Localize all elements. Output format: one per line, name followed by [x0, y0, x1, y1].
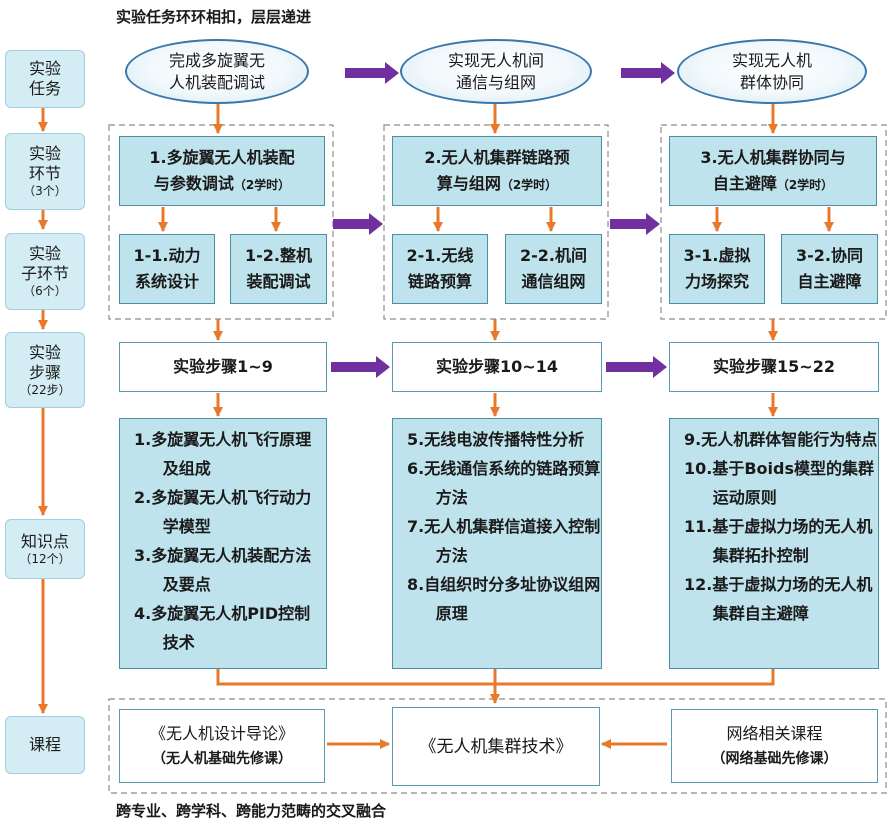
task-oval: 完成多旋翼无人机装配调试 — [125, 39, 309, 104]
row-label-count: （6个） — [23, 284, 67, 298]
knowledge-item: 8.自组织时分多址协议组网原理 — [407, 575, 601, 623]
course-note: （无人机基础先修课） — [152, 751, 292, 767]
knowledge-box: 5.无线电波传播特性分析 6.无线通信系统的链路预算方法 7.无人机集群信道接入控制… — [392, 418, 602, 669]
row-label-count: （3个） — [23, 184, 67, 198]
flow-arrow-purple — [345, 62, 399, 84]
knowledge-item: 2.多旋翼无人机飞行动力学模型 — [134, 488, 312, 536]
row-label-text: 课程 — [28, 735, 61, 754]
stage-title: 2.无人机集群链路预算与组网（2学时） — [424, 147, 570, 193]
row-label-count: （22步） — [19, 382, 71, 397]
stage-box: 1.多旋翼无人机装配与参数调试（2学时） — [119, 136, 325, 206]
knowledge-box: 9.无人机群体智能行为特点 10.基于Boids模型的集群运动原则 11.基于虚拟力… — [669, 418, 879, 669]
substage-box: 1-2.整机装配调试 — [230, 234, 327, 304]
row-label-count: （12个） — [19, 551, 71, 566]
row-label-step: 实验步骤 （22步） — [5, 332, 85, 408]
row-label-text: 实验步骤 — [28, 342, 61, 382]
knowledge-item: 12.基于虚拟力场的无人机集群自主避障 — [684, 575, 873, 623]
task-oval: 实现无人机间通信与组网 — [400, 39, 592, 104]
knowledge-item: 1.多旋翼无人机飞行原理及组成 — [134, 430, 312, 478]
step-box: 实验步骤1~9 — [119, 342, 327, 392]
knowledge-item: 3.多旋翼无人机装配方法及要点 — [134, 546, 312, 594]
course-name: 网络相关课程 — [726, 724, 823, 743]
stage-title: 3.无人机集群协同与自主避障（2学时） — [700, 147, 846, 193]
flow-arrow-purple — [621, 62, 675, 84]
row-label-text: 实验子环节 — [20, 244, 69, 283]
flow-arrow-purple — [610, 213, 660, 235]
knowledge-box: 1.多旋翼无人机飞行原理及组成 2.多旋翼无人机飞行动力学模型 3.多旋翼无人机装配… — [119, 418, 327, 669]
substage-box: 2-1.无线链路预算 — [392, 234, 488, 304]
knowledge-item: 9.无人机群体智能行为特点 — [684, 430, 878, 449]
flow-arrow-purple — [606, 356, 667, 378]
course-name: 《无人机集群技术》 — [419, 736, 573, 757]
course-left: 《无人机设计导论》 （无人机基础先修课） — [119, 709, 325, 783]
substage-box: 3-2.协同自主避障 — [781, 234, 878, 304]
substage-box: 1-1.动力系统设计 — [119, 234, 215, 304]
knowledge-item: 7.无人机集群信道接入控制方法 — [407, 517, 601, 565]
top-caption: 实验任务环环相扣，层层递进 — [116, 8, 312, 26]
course-right: 网络相关课程 （网络基础先修课） — [671, 709, 878, 783]
row-label-task: 实验任务 — [5, 50, 85, 108]
step-box: 实验步骤15~22 — [669, 342, 879, 392]
task-oval: 实现无人机群体协同 — [677, 39, 867, 104]
row-label-text: 实验任务 — [28, 59, 61, 98]
knowledge-item: 5.无线电波传播特性分析 — [407, 430, 585, 449]
row-label-stage: 实验环节 （3个） — [5, 133, 85, 210]
course-group-frame — [108, 698, 887, 794]
course-name: 《无人机设计导论》 — [149, 724, 294, 743]
stage-hours: （2学时） — [500, 177, 558, 192]
stage-box: 2.无人机集群链路预算与组网（2学时） — [392, 136, 602, 206]
step-box: 实验步骤10~14 — [392, 342, 602, 392]
row-label-knowledge: 知识点 （12个） — [5, 519, 85, 579]
course-center: 《无人机集群技术》 — [392, 707, 600, 786]
course-note: （网络基础先修课） — [711, 751, 838, 767]
knowledge-item: 11.基于虚拟力场的无人机集群拓扑控制 — [684, 517, 873, 565]
stage-box: 3.无人机集群协同与自主避障（2学时） — [669, 136, 877, 206]
bottom-caption: 跨专业、跨学科、跨能力范畴的交叉融合 — [116, 802, 387, 820]
stage-hours: （2学时） — [233, 177, 291, 192]
knowledge-item: 10.基于Boids模型的集群运动原则 — [684, 459, 874, 507]
row-label-text: 实验环节 — [28, 144, 61, 183]
row-label-course: 课程 — [5, 716, 85, 774]
flow-arrow-purple — [331, 356, 390, 378]
stage-hours: （2学时） — [776, 177, 834, 192]
flow-arrow-purple — [333, 213, 383, 235]
substage-box: 2-2.机间通信组网 — [505, 234, 602, 304]
knowledge-item: 4.多旋翼无人机PID控制技术 — [134, 604, 311, 652]
knowledge-item: 6.无线通信系统的链路预算方法 — [407, 459, 601, 507]
row-label-text: 知识点 — [20, 531, 69, 551]
stage-title: 1.多旋翼无人机装配与参数调试（2学时） — [149, 147, 295, 193]
substage-box: 3-1.虚拟力场探究 — [669, 234, 765, 304]
row-label-substage: 实验子环节 （6个） — [5, 233, 85, 310]
